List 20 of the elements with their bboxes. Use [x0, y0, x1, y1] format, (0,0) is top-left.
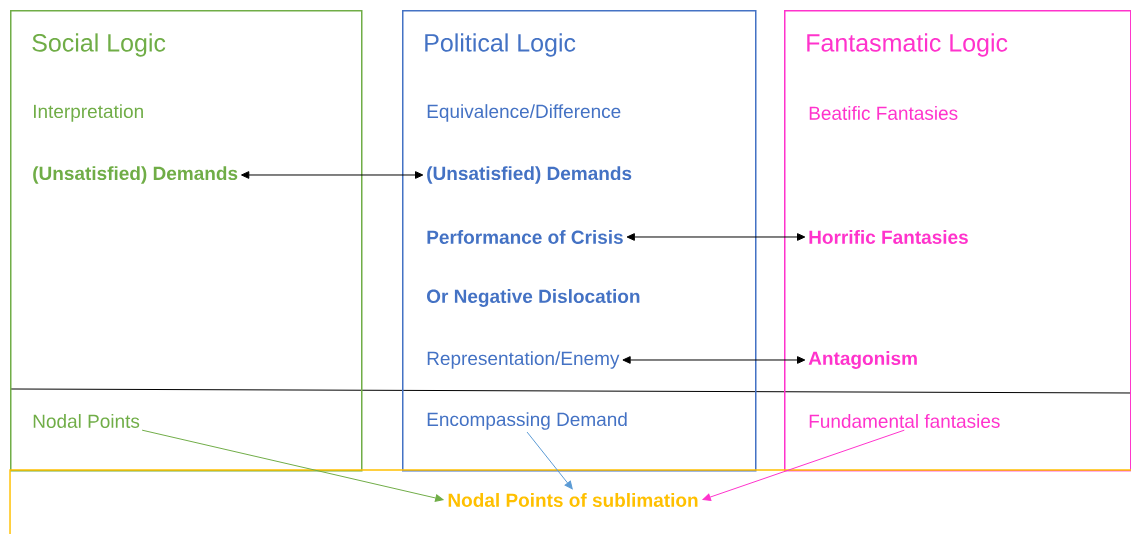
text-label: Or Negative Dislocation: [427, 289, 640, 307]
text-label: Antagonism: [808, 351, 917, 369]
text-label: (Unsatisfied) Demands: [33, 166, 238, 184]
text-label: Encompassing Demand: [427, 412, 627, 430]
text-label: Performance of Crisis: [427, 230, 623, 244]
text-label: Representation/Enemy: [427, 351, 620, 369]
arrow: [141, 429, 444, 502]
arrow: [241, 171, 424, 179]
arrow: [526, 431, 573, 490]
arrow: [626, 233, 806, 241]
text-label: (Unsatisfied) Demands: [427, 166, 632, 184]
arrow: [622, 356, 806, 364]
text-label: Horrific Fantasies: [809, 230, 968, 244]
text-label: Fundamental fantasies: [809, 414, 1000, 428]
text-label: Beatific Fantasies: [809, 106, 958, 120]
text-label: Interpretation: [33, 104, 143, 122]
text-label: Equivalence/Difference: [427, 104, 621, 122]
text-label: Nodal Points: [33, 414, 140, 428]
sublimation-box: Nodal Points of sublimation: [9, 469, 1131, 534]
arrow: [702, 429, 905, 501]
